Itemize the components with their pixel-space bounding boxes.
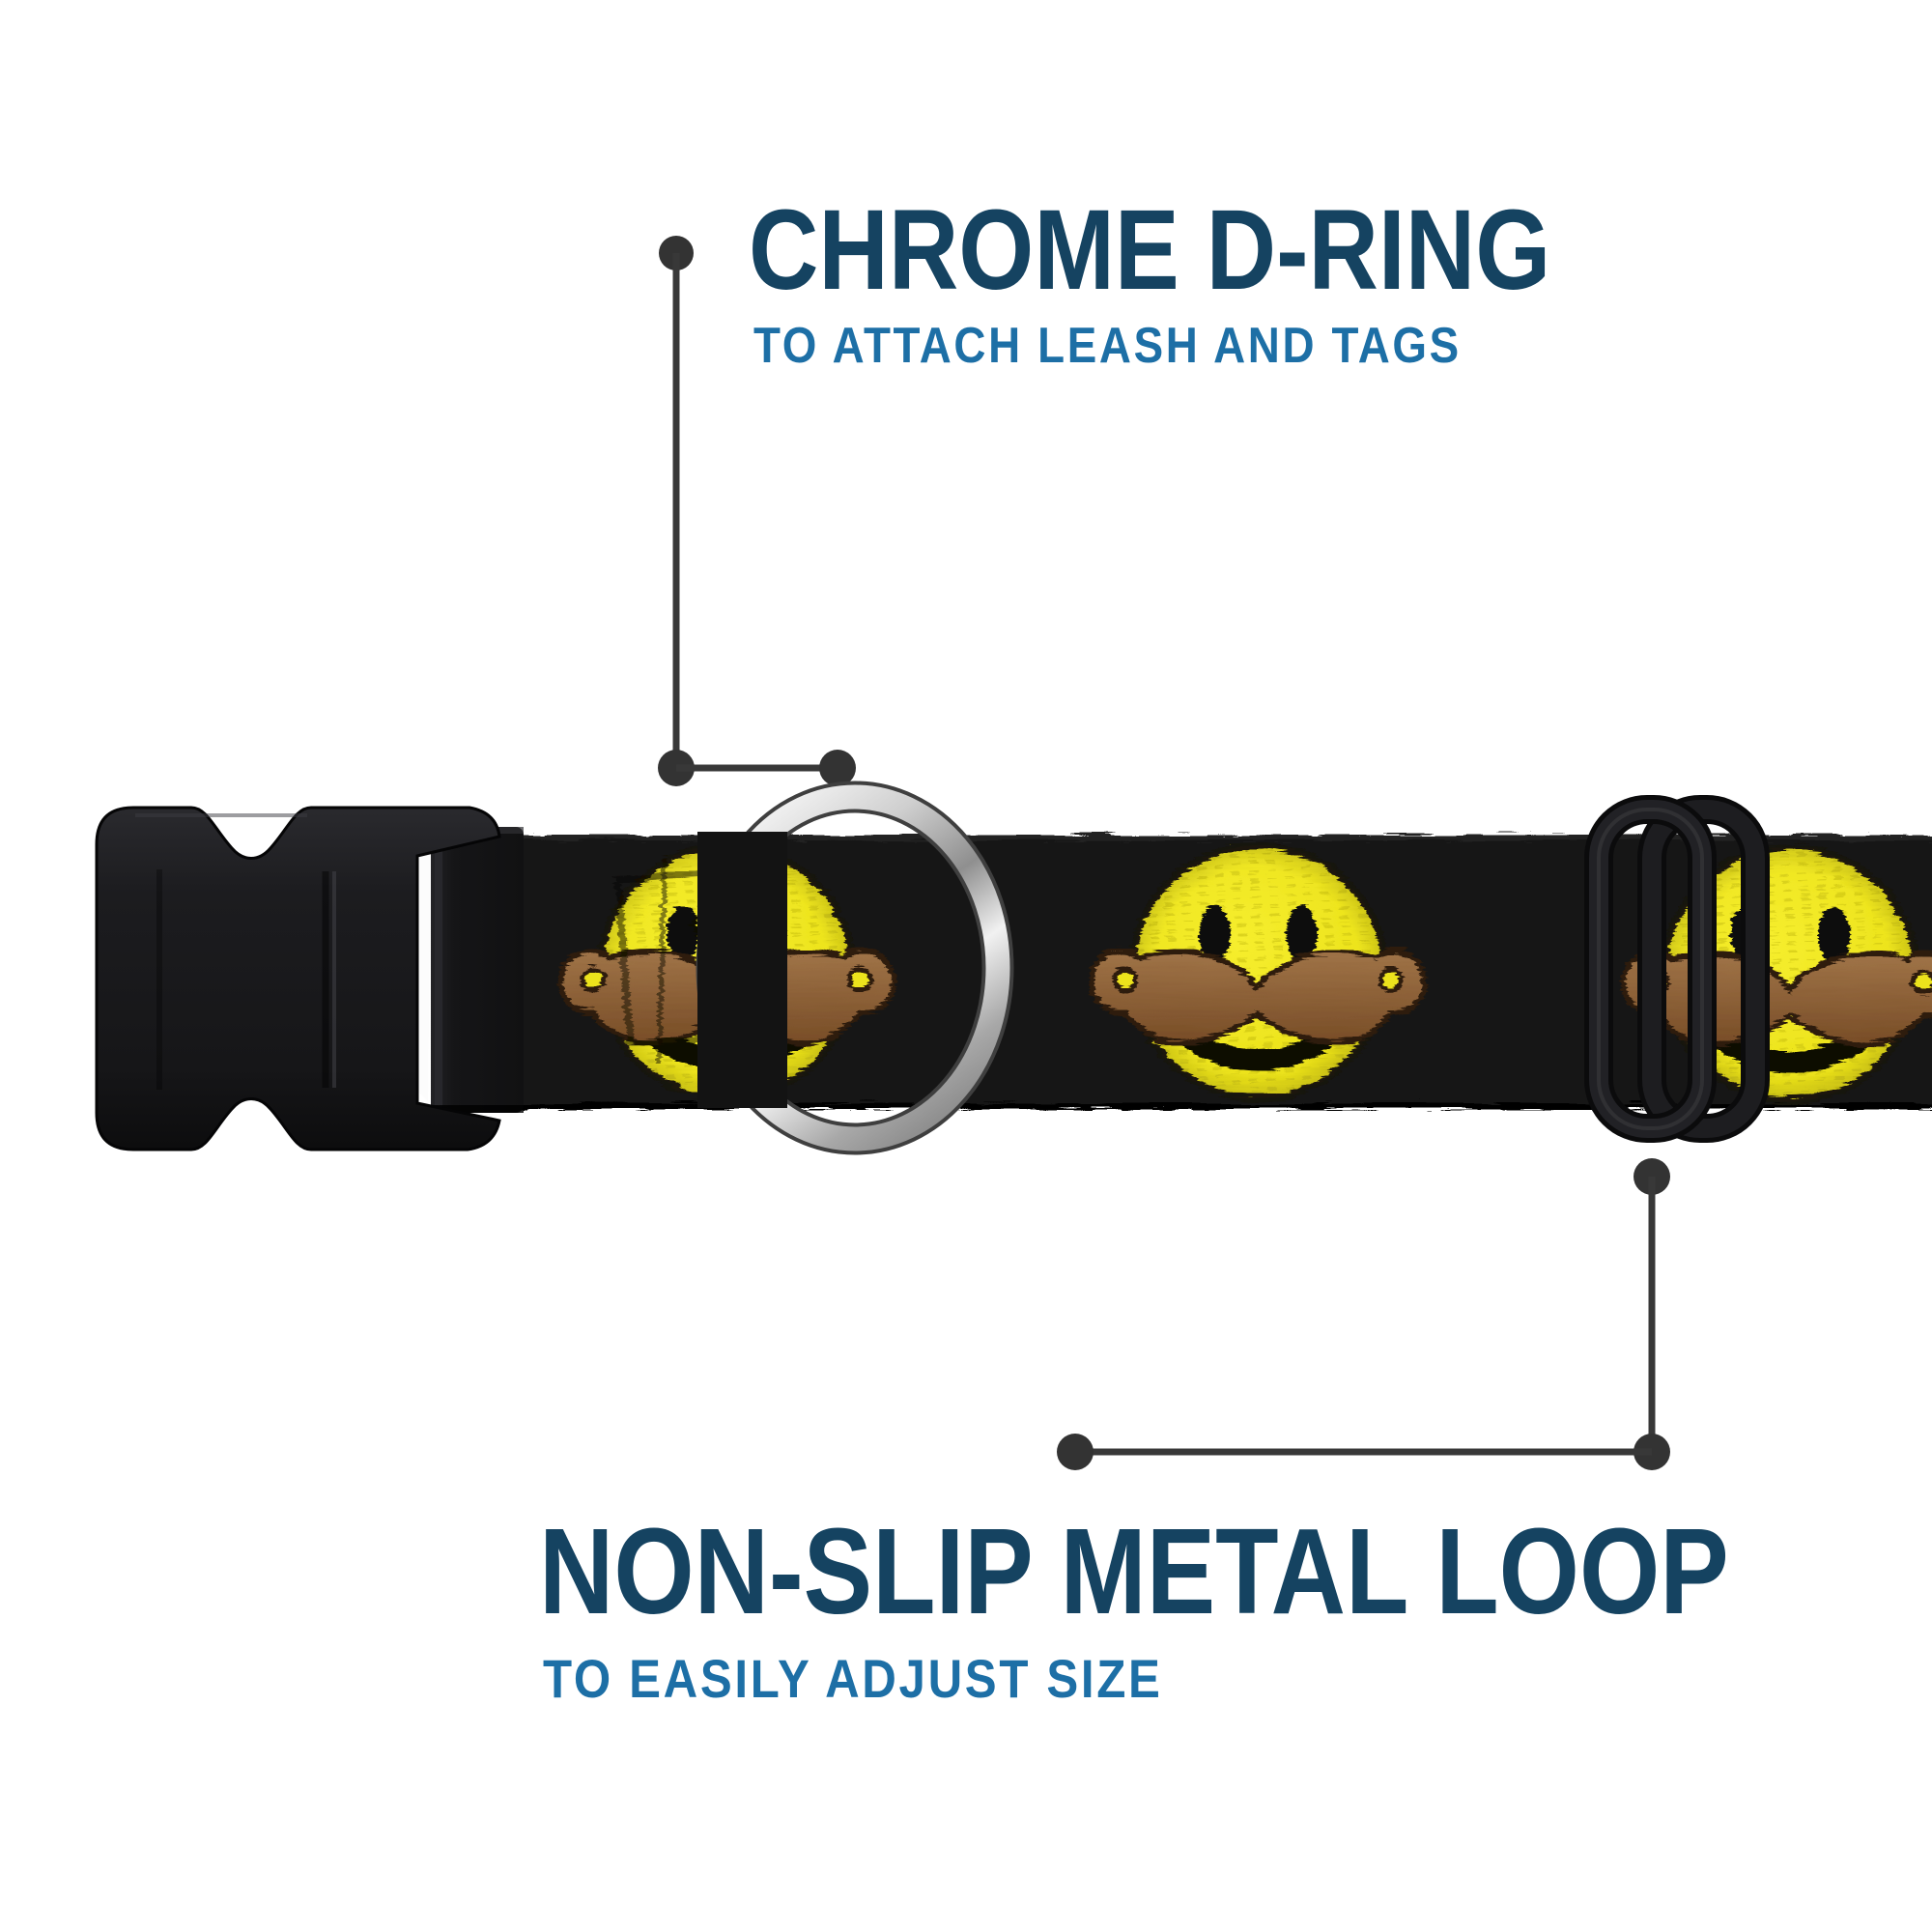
- buckle-slot-gap: [415, 844, 431, 1101]
- chrome-d-ring-icon: [696, 781, 1014, 1155]
- callout-dot: [1057, 1434, 1094, 1470]
- webbing-wrap: [697, 832, 787, 1108]
- tri-glide-slider-icon: [1584, 795, 1770, 1143]
- callout-dot: [819, 750, 856, 786]
- annotation-subtitle-dring: TO ATTACH LEASH AND TAGS: [753, 321, 1558, 371]
- annotation-title-loop: NON-SLIP METAL LOOP: [539, 1511, 1932, 1633]
- side-release-buckle-icon: [95, 806, 501, 1151]
- webbing-fold: [431, 827, 524, 1113]
- callout-bottom: [1057, 1158, 1670, 1470]
- annotation-subtitle-text: TO ATTACH LEASH AND TAGS: [753, 318, 1462, 374]
- callout-top: [658, 236, 856, 786]
- annotation-subtitle-text: TO EASILY ADJUST SIZE: [543, 1648, 1163, 1709]
- annotation-title-text: NON-SLIP METAL LOOP: [539, 1503, 1729, 1639]
- annotation-title-text: CHROME D-RING: [749, 186, 1551, 314]
- annotation-subtitle-loop: TO EASILY ADJUST SIZE: [543, 1652, 1247, 1706]
- annotation-title-dring: CHROME D-RING: [749, 193, 1692, 307]
